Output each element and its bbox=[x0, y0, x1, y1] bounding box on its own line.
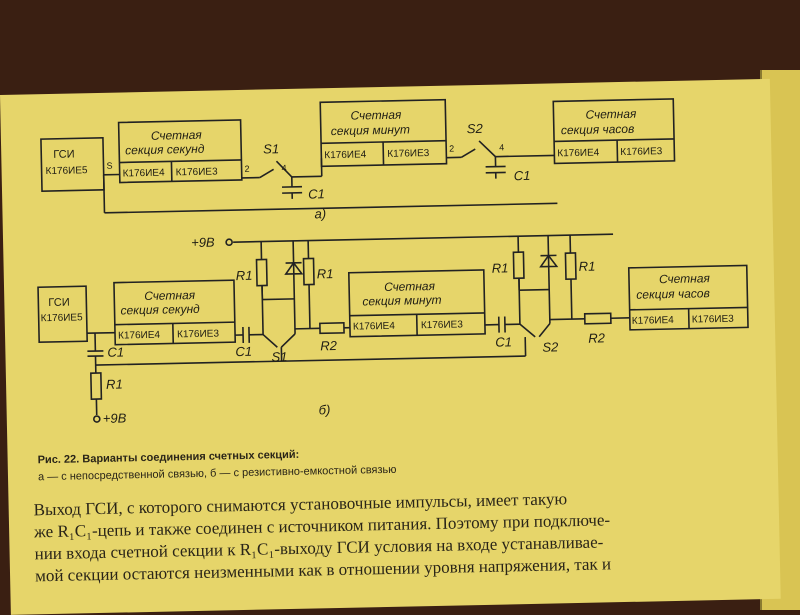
c1-label-b1: C1 bbox=[235, 344, 252, 359]
minutes-title-a1: Счетная bbox=[350, 108, 402, 123]
hours-title-b1: Счетная bbox=[659, 271, 711, 286]
switch-s2-label-b: S2 bbox=[542, 339, 559, 354]
pin-2-a1: 2 bbox=[244, 164, 249, 174]
seconds-title-b2: секция секунд bbox=[120, 302, 200, 318]
chip-ie4-a3: К176ИЕ4 bbox=[557, 147, 600, 159]
hours-title-a1: Счетная bbox=[585, 107, 637, 122]
chip-ie3-b1: К176ИЕ3 bbox=[177, 328, 220, 340]
book-page: ГСИ К176ИЕ5 S Счетная секция секунд К176… bbox=[0, 79, 781, 615]
r1-label-b4: R1 bbox=[579, 259, 596, 274]
seconds-title-a2: секция секунд bbox=[125, 142, 205, 158]
supply-top-label: +9В bbox=[191, 235, 215, 250]
minutes-title-a2: секция минут bbox=[331, 122, 410, 138]
chip-ie4-a1: К176ИЕ4 bbox=[123, 168, 166, 180]
switch-s1-label-b: S1 bbox=[271, 349, 287, 364]
r2-label-b1: R2 bbox=[320, 338, 338, 353]
chip-ie3-a1: К176ИЕ3 bbox=[176, 166, 219, 178]
hours-title-b2: секция часов bbox=[636, 286, 710, 302]
gsi-label-a: ГСИ bbox=[53, 148, 75, 160]
minutes-title-b1: Счетная bbox=[384, 279, 436, 294]
chip-ie3-b2: К176ИЕ3 bbox=[421, 319, 464, 331]
gsi-chip-a: К176ИЕ5 bbox=[45, 165, 88, 177]
pin-4-a2: 4 bbox=[499, 142, 504, 152]
r1-label-b2: R1 bbox=[317, 266, 334, 281]
pin-s-label: S bbox=[106, 161, 112, 171]
r1-label-b3: R1 bbox=[492, 260, 509, 275]
r1-label-b1: R1 bbox=[236, 268, 253, 283]
supply-bottom-label: +9В bbox=[103, 410, 127, 425]
pin-2-a2: 2 bbox=[449, 144, 454, 154]
chip-ie4-b2: К176ИЕ4 bbox=[353, 321, 396, 333]
cap-c1-label-a1: C1 bbox=[308, 186, 325, 201]
chip-ie3-b3: К176ИЕ3 bbox=[692, 314, 735, 326]
c1-label-b0: C1 bbox=[107, 344, 124, 359]
seconds-title-b1: Счетная bbox=[144, 288, 196, 303]
diagram-b-label: б) bbox=[319, 402, 331, 417]
minutes-title-b2: секция минут bbox=[362, 293, 441, 309]
chip-ie3-a3: К176ИЕ3 bbox=[620, 146, 663, 158]
switch-s1-label-a: S1 bbox=[263, 141, 279, 156]
cap-c1-label-a2: C1 bbox=[514, 168, 531, 183]
chip-ie4-a2: К176ИЕ4 bbox=[324, 149, 367, 161]
seconds-title-a1: Счетная bbox=[151, 128, 203, 143]
r1-label-b0: R1 bbox=[106, 376, 123, 391]
gsi-chip-b: К176ИЕ5 bbox=[41, 312, 84, 324]
chip-ie4-b1: К176ИЕ4 bbox=[118, 330, 161, 342]
hours-title-a2: секция часов bbox=[561, 122, 635, 138]
gsi-label-b: ГСИ bbox=[48, 297, 70, 309]
chip-ie4-b3: К176ИЕ4 bbox=[632, 315, 675, 327]
c1-label-b2: C1 bbox=[495, 334, 512, 349]
body-text: Выход ГСИ, с которого снимаются установо… bbox=[33, 484, 770, 587]
diagram-a-label: а) bbox=[314, 206, 326, 221]
pin-4-a1: 4 bbox=[281, 163, 286, 173]
chip-ie3-a2: К176ИЕ3 bbox=[387, 148, 430, 160]
r2-label-b2: R2 bbox=[588, 330, 606, 345]
switch-s2-label-a: S2 bbox=[467, 121, 484, 136]
